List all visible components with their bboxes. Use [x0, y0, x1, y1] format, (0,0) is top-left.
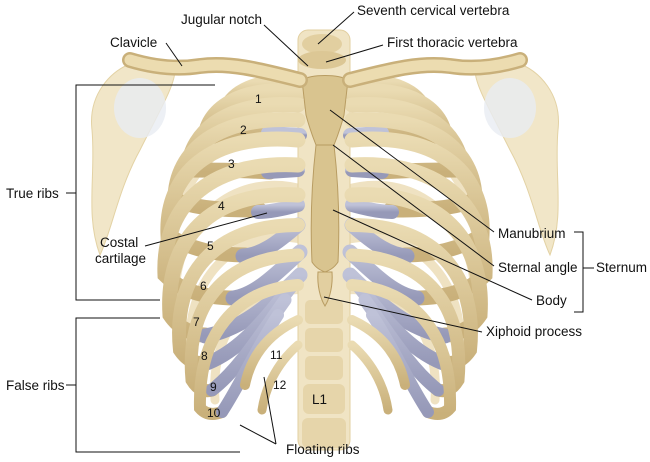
rib-number: 12: [273, 378, 287, 392]
rib-number: 11: [270, 348, 283, 362]
shoulder-right: [474, 61, 559, 257]
clavicles: [122, 52, 528, 88]
xiphoid-shape: [317, 271, 333, 307]
rib-number: 7: [193, 315, 200, 329]
rib-number: 9: [210, 380, 217, 394]
label-jugular-notch: Jugular notch: [181, 12, 262, 27]
label-costal-cartilage: Costal cartilage: [95, 235, 146, 266]
sternal-body-shape: [310, 144, 340, 273]
label-first-thoracic-vertebra: First thoracic vertebra: [387, 35, 518, 50]
label-clavicle: Clavicle: [110, 35, 157, 50]
manubrium-shape: [301, 75, 349, 146]
label-xiphoid-process: Xiphoid process: [486, 324, 582, 339]
label-manubrium: Manubrium: [498, 226, 566, 241]
rib-numbers: 1 2 3 4 5 6 7 8 9 10 11 12: [193, 92, 287, 420]
rib-number: 8: [201, 349, 208, 363]
label-l1: L1: [312, 392, 327, 407]
rib-number: 3: [228, 157, 235, 171]
leader-lines: [66, 11, 594, 453]
label-false-ribs: False ribs: [6, 378, 65, 393]
rib-number: 6: [200, 279, 207, 293]
labels: Jugular notch Seventh cervical vertebra …: [6, 3, 647, 457]
rib-number: 10: [207, 406, 221, 420]
rib-number: 4: [218, 199, 225, 213]
sternum-bone: [301, 75, 349, 307]
left-ribs: [157, 74, 312, 420]
rib-number: 5: [207, 239, 214, 253]
rib-number: 1: [255, 92, 262, 106]
rib-number: 2: [240, 123, 247, 137]
label-sternum: Sternum: [596, 260, 647, 275]
label-floating-ribs: Floating ribs: [286, 442, 360, 457]
label-true-ribs: True ribs: [6, 186, 59, 201]
label-body: Body: [536, 293, 567, 308]
label-sternal-angle: Sternal angle: [498, 260, 578, 275]
shoulder-left: [91, 61, 176, 257]
label-seventh-cervical-vertebra: Seventh cervical vertebra: [357, 3, 510, 18]
